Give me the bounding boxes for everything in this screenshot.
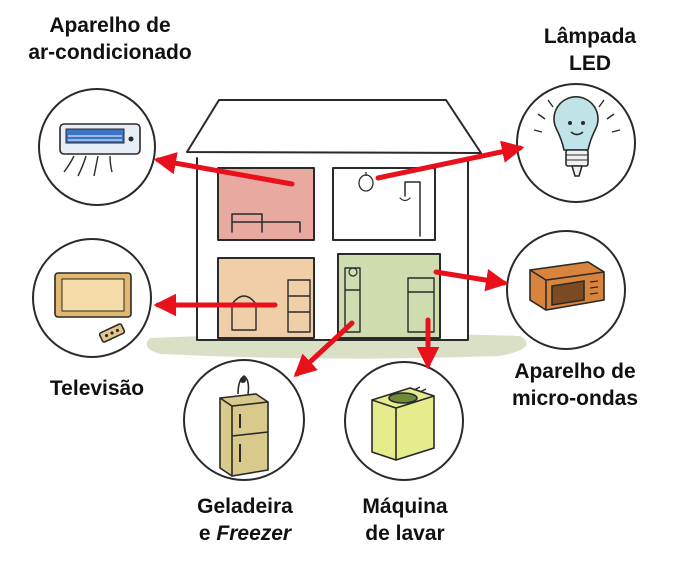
arrow-to-led	[375, 140, 525, 181]
label-microwave-line-1: Aparelho de	[514, 360, 636, 383]
washer-circle	[344, 361, 464, 481]
label-tv-line-1: Televisão	[49, 377, 145, 400]
tv-circle	[32, 238, 152, 358]
room-bathroom	[332, 167, 436, 241]
label-led: Lâmpada LED	[520, 23, 660, 77]
label-washer: Máquina de lavar	[335, 493, 475, 547]
label-fridge-line-1: Geladeira	[197, 495, 293, 518]
ac-circle	[38, 88, 156, 206]
led-circle	[516, 83, 636, 203]
room-kitchen	[337, 253, 441, 339]
arrow-to-fridge	[293, 320, 355, 378]
arrows	[153, 140, 525, 378]
label-microwave: Aparelho de micro-ondas	[495, 358, 655, 412]
refrigerator-icon	[219, 375, 269, 477]
label-fridge: Geladeira e Freezer	[170, 493, 320, 547]
air-conditioner-icon	[59, 123, 141, 177]
room-living	[217, 257, 315, 339]
led-bulb-icon	[533, 96, 621, 177]
label-led-line-2: LED	[569, 52, 611, 75]
microwave-icon	[529, 261, 605, 311]
label-ac: Aparelho de ar-condicionado	[10, 12, 210, 66]
label-fridge-italic: Freezer	[216, 522, 292, 545]
label-microwave-line-2: micro-ondas	[511, 387, 639, 410]
label-tv: Televisão	[22, 375, 172, 402]
arrow-to-microwave	[433, 269, 509, 292]
fridge-circle	[183, 359, 305, 481]
label-fridge-prefix: e	[198, 522, 217, 545]
washing-machine-icon	[371, 386, 435, 461]
label-ac-line-2: ar-condicionado	[28, 41, 192, 64]
television-icon	[54, 272, 132, 343]
label-fridge-line-2: e Freezer	[170, 520, 320, 547]
house	[186, 99, 482, 341]
label-washer-line-1: Máquina	[362, 495, 448, 518]
microwave-circle	[506, 230, 626, 350]
arrow-to-ac	[153, 152, 295, 187]
house-bulb-icon	[358, 172, 374, 192]
label-washer-line-2: de lavar	[365, 522, 445, 545]
label-ac-line-1: Aparelho de	[49, 14, 171, 37]
house-roof	[186, 99, 482, 154]
label-led-line-1: Lâmpada	[543, 25, 637, 48]
